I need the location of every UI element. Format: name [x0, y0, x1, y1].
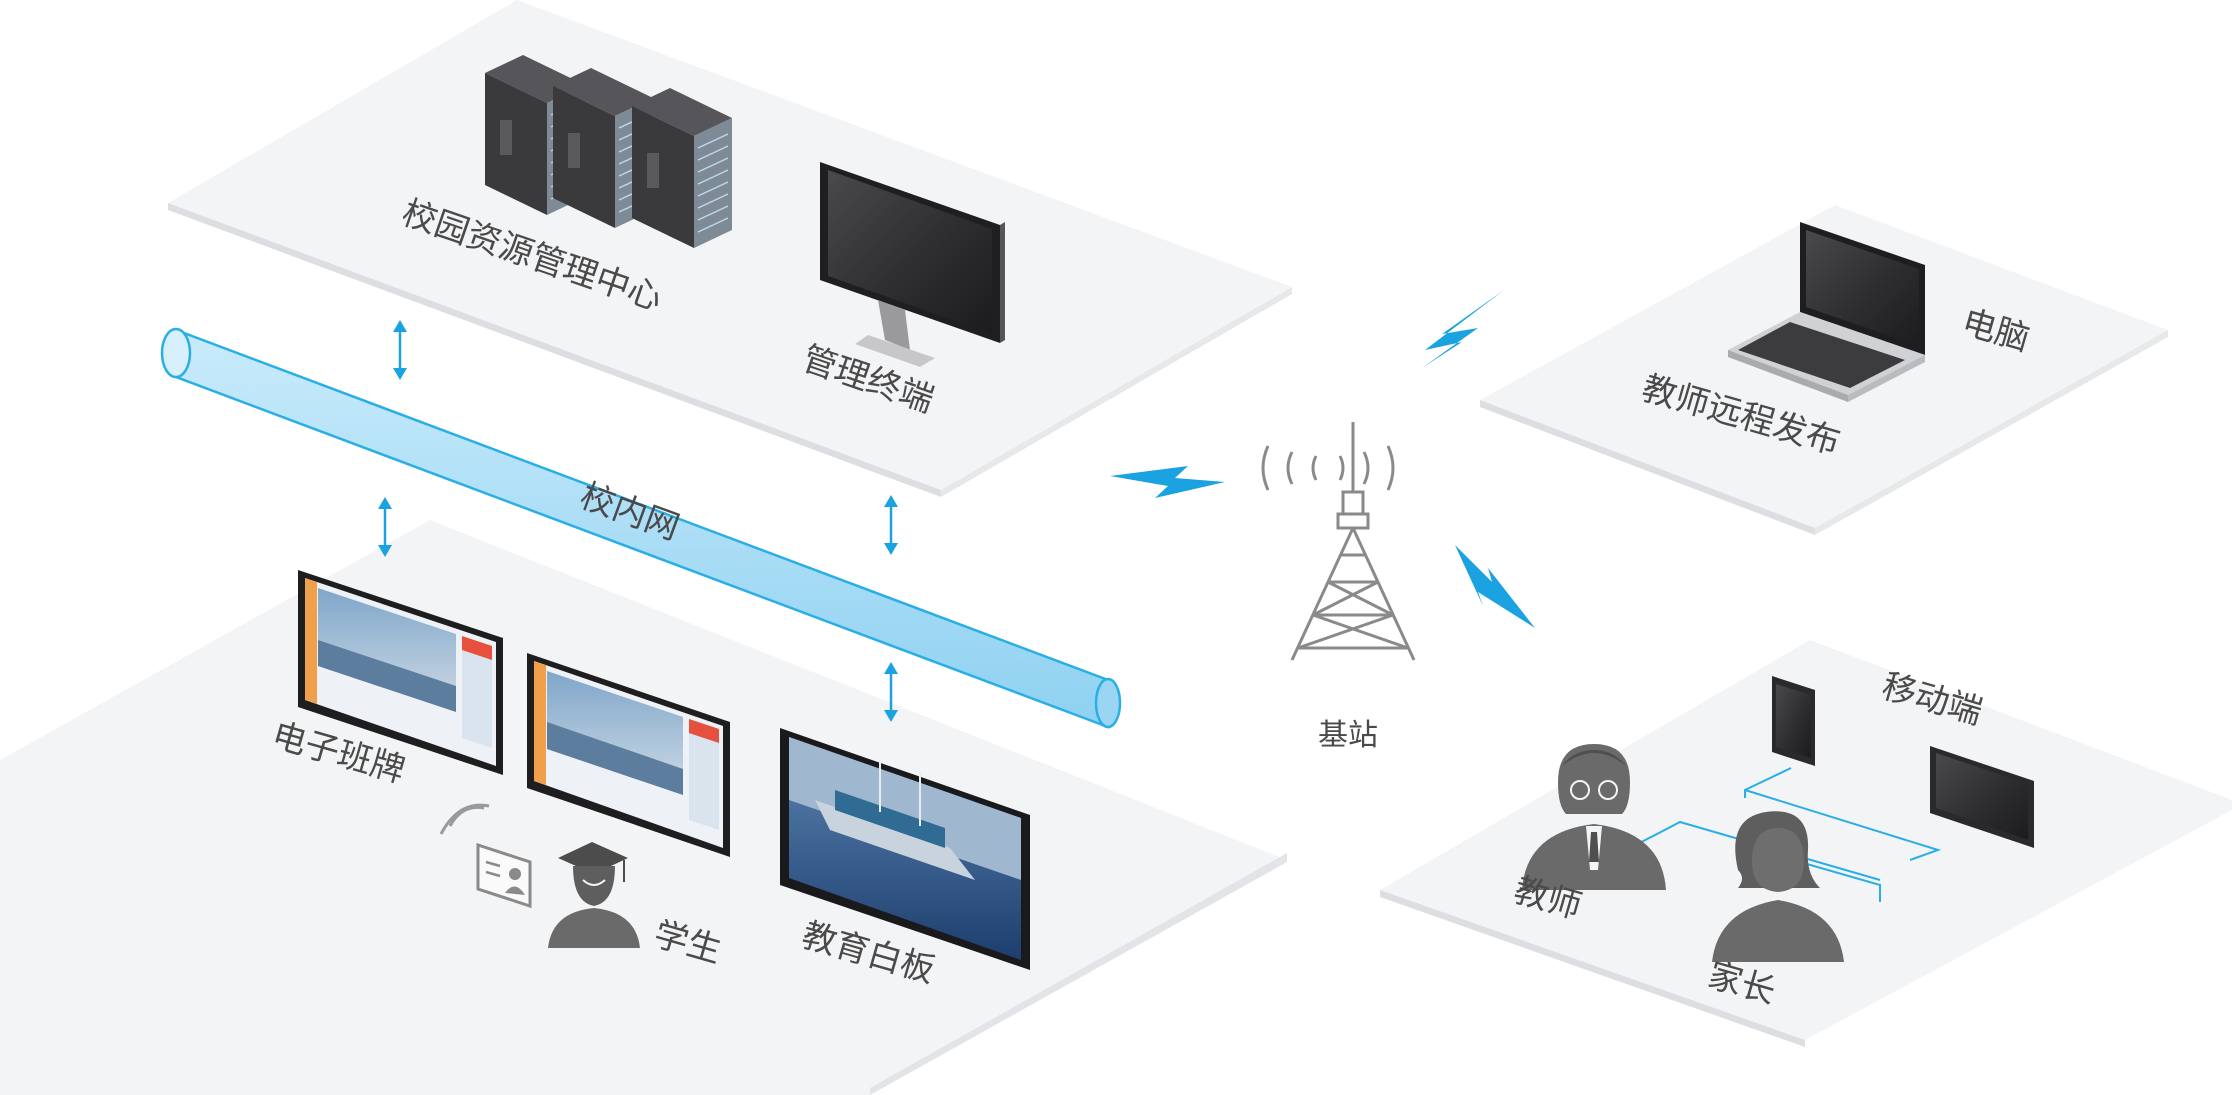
id-card-icon	[439, 803, 532, 909]
platform-top	[168, 0, 1292, 497]
server-group	[485, 55, 732, 248]
lightning-icon	[1455, 545, 1535, 628]
phone-icon	[1772, 676, 1815, 766]
arrow-icon	[882, 660, 900, 724]
lightning-icon	[1422, 290, 1504, 368]
laptop-icon	[1728, 222, 1925, 402]
monitor-icon	[820, 162, 1005, 367]
class-board-screen	[298, 570, 503, 775]
teacher-icon	[1522, 744, 1666, 890]
arrow-icon	[391, 318, 409, 382]
lightning-icon	[1110, 466, 1225, 498]
tower-icon	[1261, 422, 1416, 661]
parent-icon	[1712, 811, 1844, 962]
class-board-screen	[527, 653, 730, 857]
mobile-link-lines	[1629, 767, 1942, 902]
server-icon	[632, 88, 732, 248]
tablet-icon	[1930, 746, 2034, 848]
arrow-icon	[376, 495, 394, 559]
campus-network-pipe	[160, 327, 1122, 729]
arrow-icon	[882, 493, 900, 557]
whiteboard-screen	[780, 728, 1030, 970]
graduate-icon	[548, 842, 640, 948]
base-station-label: 基站	[1318, 718, 1378, 753]
